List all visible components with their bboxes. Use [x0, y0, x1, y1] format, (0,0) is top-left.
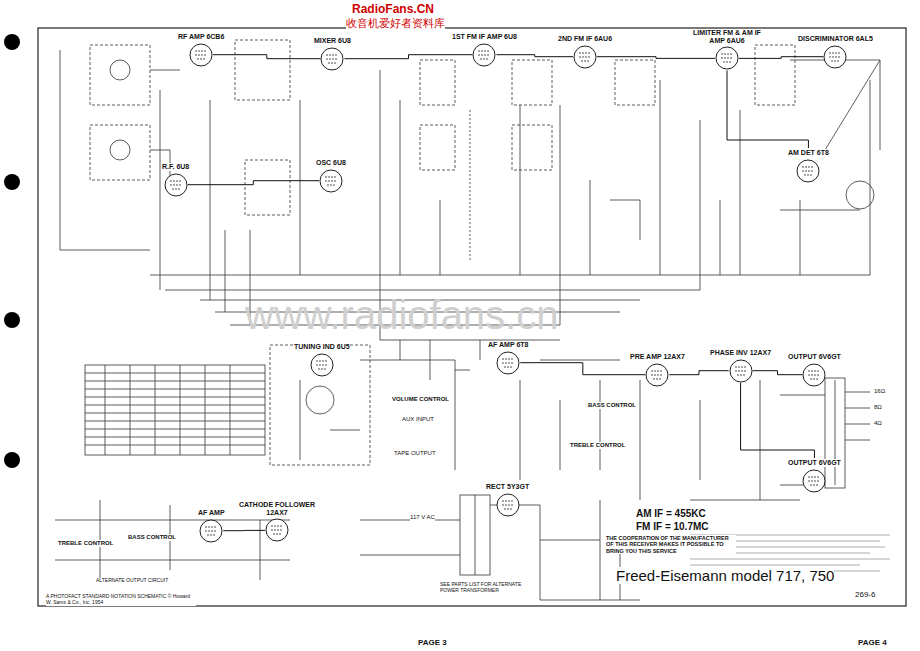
signal-wire — [669, 371, 728, 375]
schematic-label: 收音机爱好者资料库 — [346, 17, 445, 30]
schematic-label: BASS CONTROL — [128, 534, 176, 541]
tube-stage: AF AMP — [196, 508, 227, 544]
schematic-label: VOLUME CONTROL — [392, 396, 449, 403]
tube-label: PHASE INV 12AX7 — [710, 349, 771, 357]
signal-wire — [741, 383, 815, 458]
schematic-label: 8Ω — [874, 404, 882, 411]
schematic-label: 16Ω — [874, 388, 885, 395]
signal-wire — [213, 55, 320, 59]
tube-label: OUTPUT 6V6GT — [788, 459, 841, 467]
tube-symbol — [320, 47, 344, 71]
signal-wire — [597, 57, 715, 59]
tube-label: AF AMP 6T8 — [488, 341, 528, 349]
model-title: Freed-Eisemann model 717, 750 — [616, 567, 834, 584]
tube-stage: MIXER 6U8 — [312, 36, 353, 72]
schematic-label: BASS CONTROL — [588, 402, 636, 409]
tube-stage: CATHODE FOLLOWER 12AX7 — [236, 500, 318, 543]
tube-label: TUNING IND 6U5 — [294, 343, 350, 351]
tube-label: 2ND FM IF 6AU6 — [558, 35, 612, 43]
tube-stage: DISCRIMINATOR 6AL5 — [796, 34, 875, 70]
tube-label: CATHODE FOLLOWER 12AX7 — [238, 501, 316, 516]
schematic-label: SEE PARTS LIST FOR ALTERNATE POWER TRANS… — [440, 582, 530, 594]
tube-symbol — [573, 45, 597, 69]
tube-label: R.F. 6U8 — [162, 163, 189, 171]
schematic-label: PAGE 4 — [858, 638, 887, 647]
tube-stage: OUTPUT 6V6GT — [786, 458, 843, 494]
tube-symbol — [164, 173, 188, 197]
schematic-label: A PHOTOFACT STANDARD NOTATION SCHEMATIC … — [46, 594, 196, 606]
tube-stage: OUTPUT 6V6GT — [786, 352, 843, 388]
schematic-label: 4Ω — [874, 420, 882, 427]
tube-label: AF AMP — [198, 509, 225, 517]
tube-symbol — [729, 359, 753, 383]
tube-symbol — [496, 493, 520, 517]
tube-stage: RF AMP 6CB6 — [176, 32, 226, 68]
schematic-label: FM IF = 10.7MC — [636, 521, 709, 533]
tube-symbol — [715, 46, 739, 70]
watermark: www.radiofans.cn — [245, 292, 558, 338]
tube-label: RF AMP 6CB6 — [178, 33, 224, 41]
schematic-label: AM IF = 455KC — [636, 508, 706, 520]
schematic-label: THE COOPERATION OF THE MANUFACTURER OF T… — [606, 535, 736, 554]
signal-wire — [520, 363, 645, 375]
schematic-label: TREBLE CONTROL — [570, 442, 625, 449]
tube-stage: RECT 5Y3GT — [484, 482, 531, 518]
tube-stage: AM DET 6T8 — [786, 148, 831, 184]
tube-label: OSC 6U8 — [316, 159, 346, 167]
tube-stage: R.F. 6U8 — [160, 162, 191, 198]
signal-wire — [753, 371, 803, 375]
tube-stage: OSC 6U8 — [314, 158, 348, 194]
tube-symbol — [802, 469, 826, 493]
tube-stage: TUNING IND 6U5 — [292, 342, 352, 378]
signal-wire — [188, 181, 319, 185]
tube-stage: LIMITER FM & AM IF AMP 6AU6 — [686, 28, 768, 71]
tube-label: MIXER 6U8 — [314, 37, 351, 45]
tube-symbol — [319, 169, 343, 193]
tube-stage: 2ND FM IF 6AU6 — [556, 34, 614, 70]
schematic-label: TREBLE CONTROL — [58, 540, 113, 547]
tube-stage: PHASE INV 12AX7 — [708, 348, 773, 384]
tube-symbol — [496, 351, 520, 375]
tube-stage: PRE AMP 12AX7 — [628, 352, 687, 388]
schematic-label: AUX INPUT — [402, 416, 434, 423]
signal-wire — [223, 530, 265, 531]
tube-symbol — [802, 363, 826, 387]
signal-wire — [727, 70, 808, 148]
schematic-label: TAPE OUTPUT — [394, 450, 436, 457]
schematic-label: 269-6 — [855, 590, 875, 599]
tube-symbol — [310, 353, 334, 377]
tube-stage: AF AMP 6T8 — [486, 340, 530, 376]
tube-symbol — [472, 43, 496, 67]
tube-symbol — [199, 519, 223, 543]
signal-wire — [739, 57, 823, 59]
tube-symbol — [823, 45, 847, 69]
tube-symbol — [796, 159, 820, 183]
tube-label: OUTPUT 6V6GT — [788, 353, 841, 361]
tube-label: RECT 5Y3GT — [486, 483, 529, 491]
schematic-label: RadioFans.CN — [352, 3, 434, 17]
tube-stage: 1ST FM IF AMP 6U8 — [450, 32, 519, 68]
schematic-label: PAGE 3 — [418, 638, 447, 647]
tube-symbol — [645, 363, 669, 387]
tube-symbol — [189, 43, 213, 67]
signal-wire — [344, 55, 472, 59]
schematic-label: ALTERNATE OUTPUT CIRCUIT — [96, 578, 168, 584]
tube-label: PRE AMP 12AX7 — [630, 353, 685, 361]
tube-label: 1ST FM IF AMP 6U8 — [452, 33, 517, 41]
schematic-label: 117 V AC — [410, 514, 435, 521]
tube-label: AM DET 6T8 — [788, 149, 829, 157]
tube-label: DISCRIMINATOR 6AL5 — [798, 35, 873, 43]
signal-wire — [496, 55, 573, 57]
tube-symbol — [265, 518, 289, 542]
tube-label: LIMITER FM & AM IF AMP 6AU6 — [688, 29, 766, 44]
